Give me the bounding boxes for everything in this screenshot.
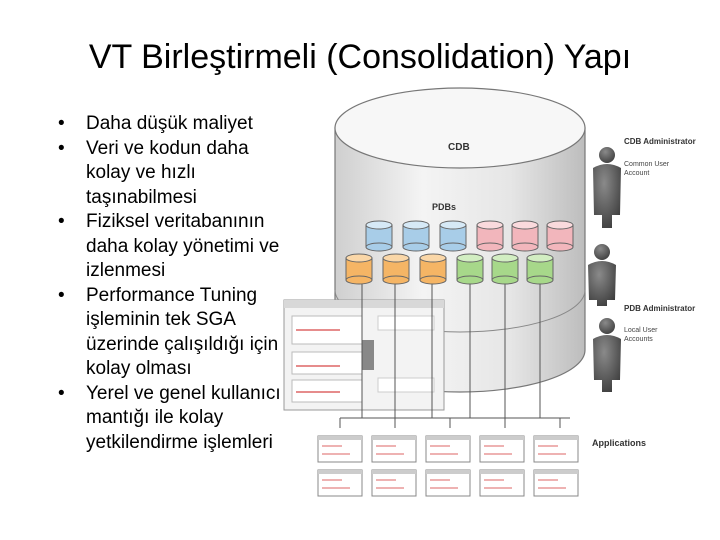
pdb-admin-sub2: Accounts (624, 336, 653, 343)
bullet-item: Fiziksel veritabanının daha kolay yöneti… (56, 210, 296, 284)
pdb-row-top (365, 220, 574, 252)
app-window (533, 435, 579, 463)
app-window (533, 469, 579, 497)
bullet-item: Veri ve kodun daha kolay ve hızlı taşına… (56, 137, 296, 211)
cdb-admin-person-icon (588, 244, 616, 306)
connection-lines (339, 283, 570, 428)
bullet-item: Performance Tuning işleminin tek SGA üze… (56, 284, 296, 382)
app-window (479, 435, 525, 463)
page-title: VT Birleştirmeli (Consolidation) Yapı (88, 38, 632, 76)
applications-label: Applications (592, 438, 646, 448)
app-window (371, 469, 417, 497)
cdb-admin-sub2: Account (624, 170, 649, 177)
pdb-admin-person-icon (593, 318, 621, 392)
cdb-admin-sub1: Common User (624, 161, 670, 168)
pdb-cylinder (345, 253, 373, 285)
app-window (425, 435, 471, 463)
pdb-admin-title: PDB Administrator (624, 304, 695, 313)
app-window (317, 469, 363, 497)
pdb-cylinder (511, 220, 539, 252)
app-window (425, 469, 471, 497)
pdb-admin-sub1: Local User (624, 327, 658, 334)
application-windows (317, 435, 579, 497)
pdb-cylinder (402, 220, 430, 252)
app-window (479, 469, 525, 497)
pdb-cylinder (439, 220, 467, 252)
pdb-cylinder (491, 253, 519, 285)
bullet-item: Yerel ve genel kullanıcı mantığı ile kol… (56, 382, 296, 456)
pdb-cylinder (419, 253, 447, 285)
cdb-admin-title: CDB Administrator (624, 137, 696, 146)
pdb-cylinder (456, 253, 484, 285)
pdb-cylinder (365, 220, 393, 252)
pdb-cylinder (546, 220, 574, 252)
pdb-row-bottom (345, 253, 554, 285)
cdb-label: CDB (448, 142, 470, 153)
pdbs-label: PDBs (432, 202, 456, 212)
pdb-cylinder (382, 253, 410, 285)
bullet-list: Daha düşük maliyet Veri ve kodun daha ko… (56, 112, 296, 455)
cdb-admin-person-icon (593, 147, 621, 228)
pdb-cylinder (526, 253, 554, 285)
sga-window (283, 299, 445, 411)
pdb-cylinder (476, 220, 504, 252)
bullet-item: Daha düşük maliyet (56, 112, 296, 137)
app-window (371, 435, 417, 463)
app-window (317, 435, 363, 463)
